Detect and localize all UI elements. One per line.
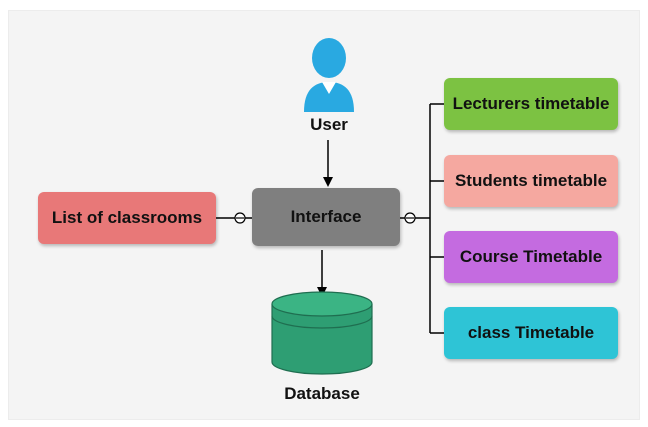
course-timetable-node: Course Timetable xyxy=(444,231,618,283)
database-label: Database xyxy=(284,384,360,403)
class-timetable-node: class Timetable xyxy=(444,307,618,359)
right-connector-circle xyxy=(404,212,416,224)
lecturers-timetable-node: Lecturers timetable xyxy=(444,78,618,130)
database-cylinder-icon xyxy=(271,291,373,375)
user-icon xyxy=(304,38,354,112)
students-timetable-node: Students timetable xyxy=(444,155,618,207)
interface-node: Interface xyxy=(252,188,400,246)
user-label: User xyxy=(310,115,348,134)
classrooms-node: List of classrooms xyxy=(38,192,216,244)
left-connector-circle xyxy=(234,212,246,224)
